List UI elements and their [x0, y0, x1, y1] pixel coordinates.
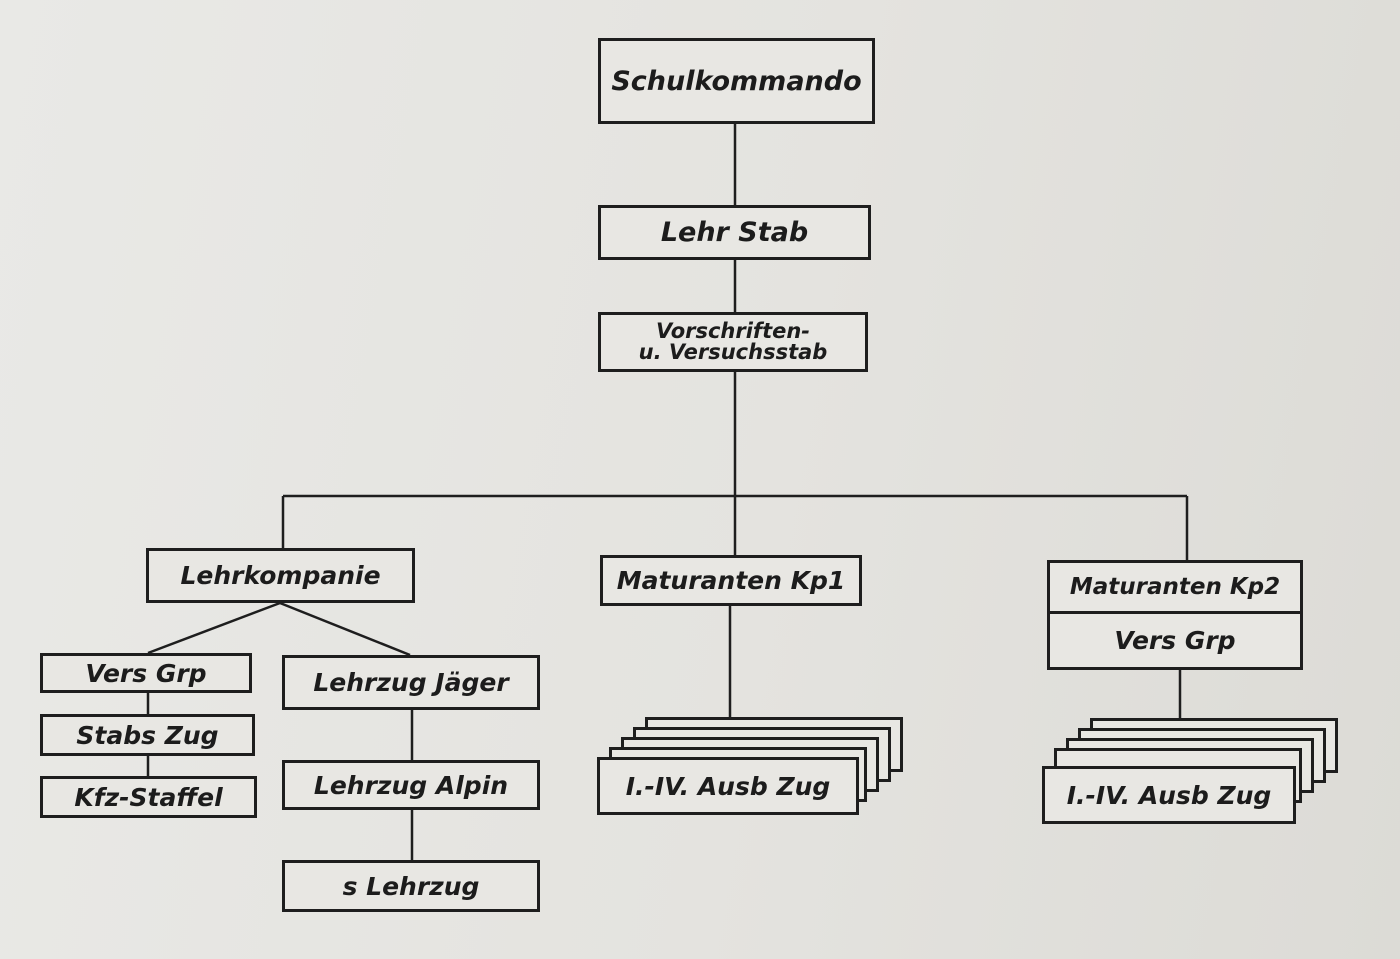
node-label: Lehrkompanie [180, 561, 381, 590]
node-vers-grp-left: Vers Grp [40, 653, 252, 693]
node-label: Vers Grp [1114, 626, 1236, 655]
node-lehrzug-alpin: Lehrzug Alpin [282, 760, 540, 810]
node-ausb-zug-1: I.-IV. Ausb Zug [597, 757, 859, 815]
node-label: Kfz-Staffel [74, 782, 223, 812]
node-s-lehrzug: s Lehrzug [282, 860, 540, 912]
node-label: Lehr Stab [660, 217, 809, 248]
node-label: s Lehrzug [342, 871, 480, 901]
node-label: Schulkommando [611, 65, 862, 97]
node-stabszug: Stabs Zug [40, 714, 255, 756]
node-vorschriften-versuchsstab: Vorschriften- u. Versuchsstab [598, 312, 868, 372]
node-ausb-zug-2: I.-IV. Ausb Zug [1042, 766, 1296, 824]
node-label: Maturanten Kp1 [616, 566, 846, 595]
node-label: Vers Grp [85, 658, 207, 688]
node-label-line-2: u. Versuchsstab [638, 340, 828, 364]
node-label: Lehrzug Jäger [313, 668, 509, 697]
node-lehrkompanie: Lehrkompanie [146, 548, 415, 603]
node-label: Maturanten Kp2 [1069, 574, 1281, 600]
node-lehrstab: Lehr Stab [598, 205, 871, 260]
node-label: I.-IV. Ausb Zug [625, 771, 831, 801]
node-schulkommando: Schulkommando [598, 38, 875, 124]
node-vers-grp-right: Vers Grp [1047, 611, 1303, 670]
node-label: Lehrzug Alpin [313, 770, 509, 800]
node-label-line-1: Vorschriften- [655, 319, 811, 343]
node-label: I.-IV. Ausb Zug [1066, 780, 1272, 810]
node-maturanten-kp2-group: Maturanten Kp2 Vers Grp [1047, 560, 1303, 670]
node-lehrzug-jaeger: Lehrzug Jäger [282, 655, 540, 710]
node-maturanten-kp1: Maturanten Kp1 [600, 555, 862, 606]
node-maturanten-kp2: Maturanten Kp2 [1047, 560, 1303, 614]
node-kfz-staffel: Kfz-Staffel [40, 776, 257, 818]
node-label: Stabs Zug [76, 720, 219, 750]
